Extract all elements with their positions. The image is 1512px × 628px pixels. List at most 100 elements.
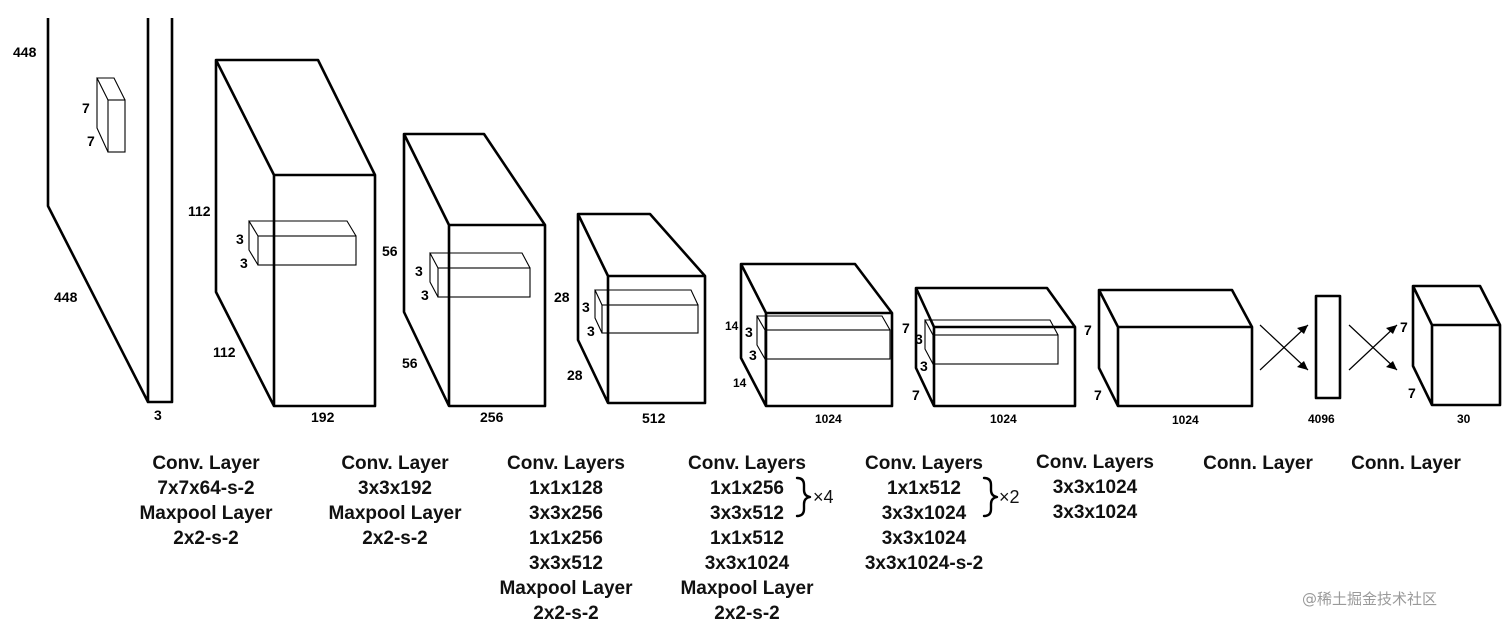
caption-line: 3x3x1024: [1053, 502, 1138, 523]
caption-line: Conv. Layer: [341, 453, 449, 474]
kernel-7a-h: 3: [915, 331, 923, 347]
dim-7b-height: 7: [1084, 322, 1092, 338]
caption-stage-2: Conv. Layer 3x3x192 Maxpool Layer 2x2-s-…: [328, 453, 462, 549]
caption-stage-6: Conv. Layers 3x3x1024 3x3x1024: [1036, 452, 1154, 523]
dim-7b-depth: 7: [1094, 387, 1102, 403]
dim-7a-channels: 1024: [990, 412, 1017, 426]
repeat-brace-x2: ×2: [982, 476, 1020, 518]
caption-line: Maxpool Layer: [328, 503, 462, 524]
block-14x14x1024: 14 14 1024 3 3: [725, 262, 894, 426]
caption-line: 3x3x1024-s-2: [865, 553, 983, 574]
kernel-28-w: 3: [587, 323, 595, 339]
kernel-28-h: 3: [582, 299, 590, 315]
dim-output-height: 7: [1400, 319, 1408, 335]
dim-output-channels: 30: [1457, 412, 1471, 426]
caption-line: Conv. Layers: [1036, 452, 1154, 473]
kernel-14-h: 3: [745, 324, 753, 340]
block-input-front: [46, 18, 174, 404]
caption-line: 7x7x64-s-2: [157, 478, 254, 499]
watermark-text: @稀土掘金技术社区: [1302, 590, 1437, 608]
dim-28-channels: 512: [642, 410, 666, 426]
caption-line: 2x2-s-2: [362, 528, 428, 549]
kernel-14-w: 3: [749, 347, 757, 363]
dim-7a-height: 7: [902, 320, 910, 336]
dim-56-depth: 56: [402, 355, 418, 371]
dim-112-channels: 192: [311, 409, 335, 425]
dim-14-channels: 1024: [815, 412, 842, 426]
caption-line: 1x1x128: [529, 478, 603, 499]
dim-output-depth: 7: [1408, 385, 1416, 401]
caption-line: Conn. Layer: [1203, 453, 1313, 474]
dim-7a-depth: 7: [912, 387, 920, 403]
dim-56-channels: 256: [480, 409, 504, 425]
caption-line: 2x2-s-2: [173, 528, 239, 549]
caption-line: 3x3x512: [529, 553, 603, 574]
kernel-112-h: 3: [236, 231, 244, 247]
caption-line: 1x1x256: [710, 478, 784, 499]
caption-stage-1: Conv. Layer 7x7x64-s-2 Maxpool Layer 2x2…: [139, 453, 273, 549]
block-56x56x256: 56 56 256 3 3: [382, 132, 547, 425]
repeat-count-x4: ×4: [813, 487, 834, 507]
dim-fc-4096: 4096: [1308, 412, 1335, 426]
caption-stage-7: Conn. Layer: [1203, 453, 1313, 474]
block-output-7x7x30: 7 7 30: [1400, 284, 1502, 426]
block-7x7x1024-b: 7 7 1024: [1084, 288, 1254, 427]
caption-line: 1x1x256: [529, 528, 603, 549]
connection-arrows-2: [1348, 324, 1398, 371]
caption-line: Conv. Layer: [152, 453, 260, 474]
caption-line: Maxpool Layer: [680, 578, 814, 599]
caption-line: 3x3x256: [529, 503, 603, 524]
dim-input-channels: 3: [154, 407, 162, 423]
caption-line: 3x3x1024: [882, 528, 967, 549]
connection-arrows-1: [1259, 324, 1309, 371]
caption-line: 3x3x1024: [882, 503, 967, 524]
dim-56-height: 56: [382, 243, 398, 259]
caption-line: 3x3x1024: [1053, 477, 1138, 498]
kernel-7a-w: 3: [920, 358, 928, 374]
caption-line: 2x2-s-2: [533, 603, 599, 624]
kernel-box-3x3: [248, 220, 357, 266]
block-input-image: 448 448 3 7 7: [13, 18, 174, 423]
dim-112-height: 112: [188, 203, 211, 219]
kernel-input-h: 7: [82, 100, 90, 116]
caption-line: 3x3x1024: [705, 553, 790, 574]
kernel-box-3x3: [429, 252, 531, 298]
caption-line: 3x3x192: [358, 478, 432, 499]
kernel-input-w: 7: [87, 133, 95, 149]
kernel-box-7x7: [96, 77, 126, 153]
block-7x7x1024-a: 7 7 1024 3 3: [902, 286, 1077, 426]
kernel-112-w: 3: [240, 255, 248, 271]
repeat-count-x2: ×2: [999, 487, 1020, 507]
caption-line: Maxpool Layer: [139, 503, 273, 524]
caption-stage-8: Conn. Layer: [1351, 453, 1461, 474]
dim-112-depth: 112: [213, 344, 236, 360]
caption-line: 1x1x512: [710, 528, 784, 549]
block-28x28x512: 28 28 512 3 3: [554, 212, 707, 426]
kernel-56-w: 3: [421, 287, 429, 303]
caption-line: 3x3x512: [710, 503, 784, 524]
dim-input-height: 448: [13, 44, 37, 60]
caption-line: 1x1x512: [887, 478, 961, 499]
dim-14-height: 14: [725, 319, 739, 333]
block-fc-4096: 4096: [1308, 294, 1342, 426]
dim-7b-channels: 1024: [1172, 413, 1199, 427]
dim-28-height: 28: [554, 289, 570, 305]
dim-14-depth: 14: [733, 376, 747, 390]
caption-stage-3: Conv. Layers 1x1x128 3x3x256 1x1x256 3x3…: [499, 453, 633, 624]
kernel-56-h: 3: [415, 263, 423, 279]
block-112x112x192: 112 112 192 3 3: [188, 58, 377, 425]
caption-line: Conv. Layers: [688, 453, 806, 474]
caption-stage-4: Conv. Layers 1x1x256 3x3x512 1x1x512 3x3…: [680, 453, 814, 624]
dim-input-depth: 448: [54, 289, 78, 305]
kernel-box-3x3: [594, 289, 699, 334]
caption-line: 2x2-s-2: [714, 603, 780, 624]
kernel-box-3x3: [924, 319, 1059, 365]
repeat-brace-x4: ×4: [795, 476, 834, 518]
caption-line: Conv. Layers: [507, 453, 625, 474]
caption-line: Conv. Layers: [865, 453, 983, 474]
caption-line: Conn. Layer: [1351, 453, 1461, 474]
kernel-box-3x3: [756, 315, 891, 360]
caption-line: Maxpool Layer: [499, 578, 633, 599]
caption-stage-5: Conv. Layers 1x1x512 3x3x1024 3x3x1024 3…: [865, 453, 983, 574]
